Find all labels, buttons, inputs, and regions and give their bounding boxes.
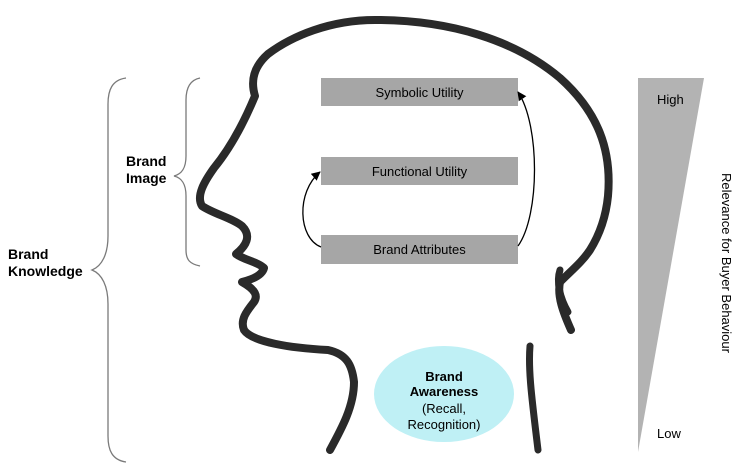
brand-attributes-box: Brand Attributes	[321, 235, 518, 264]
brand-awareness-bubble: Brand Awareness (Recall, Recognition)	[374, 346, 514, 442]
brand-image-label-line2: Image	[126, 170, 167, 186]
relevance-axis-label: Relevance for Buyer Behaviour	[719, 173, 734, 354]
relevance-high-label: High	[657, 92, 684, 107]
neck-back-stroke	[525, 342, 542, 454]
head-profile-stroke	[195, 16, 613, 454]
brand-awareness-line4: Recognition)	[408, 417, 481, 432]
brand-attributes-label: Brand Attributes	[373, 242, 466, 257]
brand-knowledge-label-line1: Brand	[8, 246, 48, 262]
brand-knowledge-brace	[90, 77, 127, 463]
brand-awareness-line3: (Recall,	[422, 401, 466, 416]
brand-awareness-line1: Brand	[425, 369, 463, 384]
brand-image-label-line1: Brand	[126, 153, 166, 169]
relevance-wedge	[638, 78, 704, 452]
brand-knowledge-label-line2: Knowledge	[8, 263, 83, 279]
head-outline	[195, 16, 613, 454]
functional-utility-label: Functional Utility	[372, 164, 468, 179]
arrow-attributes-to-symbolic	[517, 91, 536, 247]
symbolic-utility-label: Symbolic Utility	[375, 85, 464, 100]
symbolic-utility-box: Symbolic Utility	[321, 78, 518, 106]
arrow-attributes-to-functional	[302, 171, 322, 248]
functional-utility-box: Functional Utility	[321, 157, 518, 185]
nape-stroke	[554, 266, 572, 316]
brand-awareness-line2: Awareness	[410, 384, 478, 399]
brand-image-brace	[173, 77, 201, 267]
relevance-low-label: Low	[657, 426, 681, 441]
